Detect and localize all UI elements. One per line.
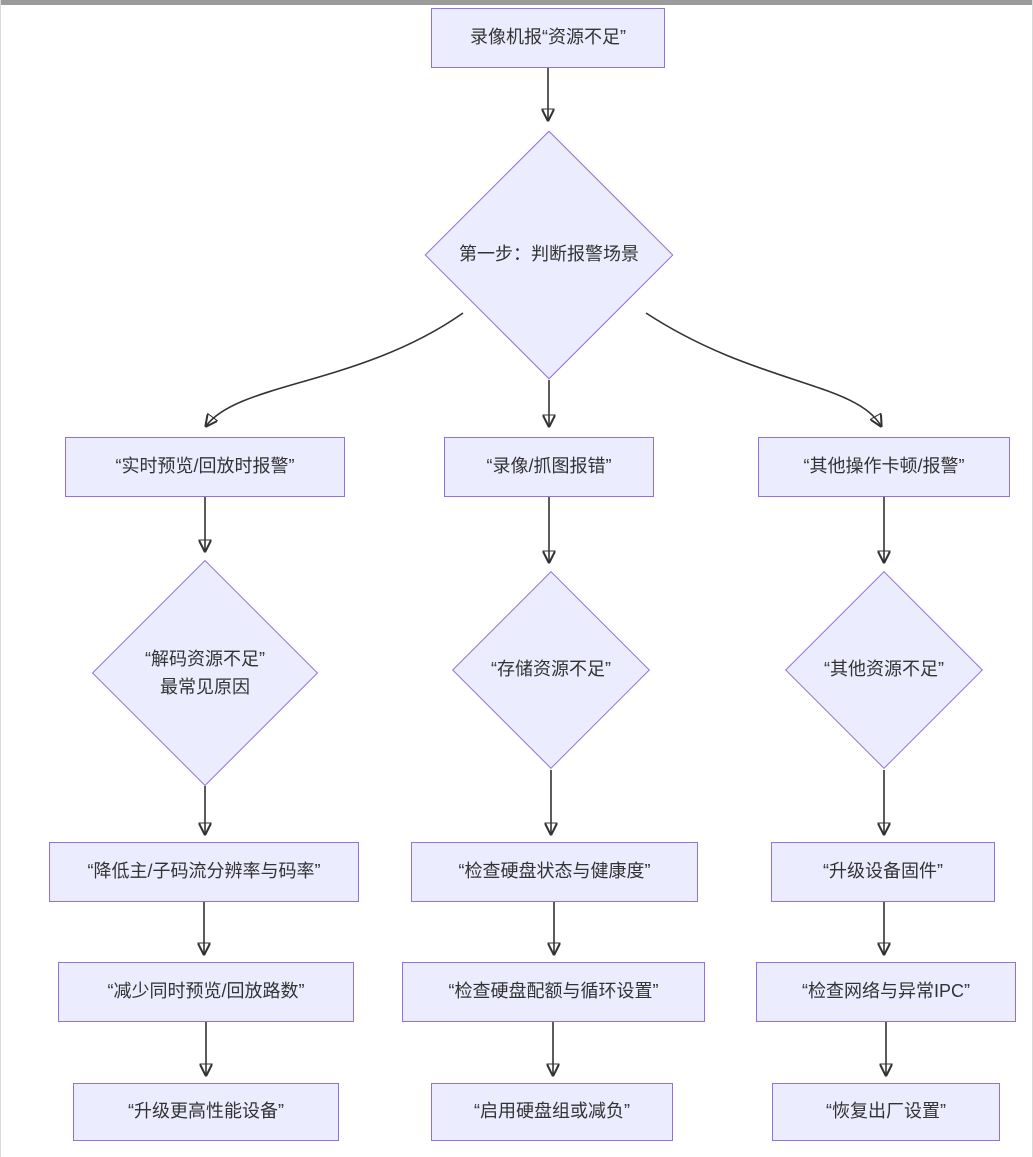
node-fix-check-disk: “检查硬盘状态与健康度” xyxy=(411,842,698,902)
node-diag-other-label: “其他资源不足” xyxy=(824,659,944,680)
node-branch-live: “实时预览/回放时报警” xyxy=(65,437,345,497)
node-fix-factory-reset-label: “恢复出厂设置” xyxy=(826,1101,946,1122)
node-fix-check-quota-label: “检查硬盘配额与循环设置” xyxy=(448,981,659,1002)
node-fix-upgrade-device: “升级更高性能设备” xyxy=(73,1083,339,1141)
node-report-label: 录像机报“资源不足” xyxy=(470,27,626,48)
node-fix-upgrade-device-label: “升级更高性能设备” xyxy=(128,1101,284,1122)
node-fix-check-network: “检查网络与异常IPC” xyxy=(756,962,1016,1022)
node-fix-upgrade-firmware: “升级设备固件” xyxy=(771,842,995,902)
node-fix-upgrade-firmware-label: “升级设备固件” xyxy=(823,861,943,882)
node-fix-disk-group-label: “启用硬盘组或减负” xyxy=(474,1101,630,1122)
edge-step1-branch-live xyxy=(206,312,464,426)
node-fix-check-quota: “检查硬盘配额与循环设置” xyxy=(402,962,705,1022)
node-fix-factory-reset: “恢复出厂设置” xyxy=(772,1083,1000,1141)
node-fix-reduce-channels: “减少同时预览/回放路数” xyxy=(58,962,354,1022)
node-diag-decode-label: “解码资源不足” 最常见原因 xyxy=(145,649,265,697)
node-branch-other-label: “其他操作卡顿/报警” xyxy=(803,456,965,477)
node-fix-check-network-label: “检查网络与异常IPC” xyxy=(802,981,970,1002)
node-branch-other: “其他操作卡顿/报警” xyxy=(758,437,1010,497)
node-step1-label: 第一步：判断报警场景 xyxy=(459,244,639,265)
node-diag-storage-label: “存储资源不足” xyxy=(491,659,611,680)
node-fix-check-disk-label: “检查硬盘状态与健康度” xyxy=(458,861,651,882)
node-branch-live-label: “实时预览/回放时报警” xyxy=(115,456,295,477)
node-branch-record-label: “录像/抓图报错” xyxy=(486,456,612,477)
node-fix-lower-bitrate-label: “降低主/子码流分辨率与码率” xyxy=(87,861,321,882)
node-branch-record: “录像/抓图报错” xyxy=(444,437,654,497)
node-fix-disk-group: “启用硬盘组或减负” xyxy=(431,1083,673,1141)
node-report: 录像机报“资源不足” xyxy=(431,8,665,68)
window-top-edge xyxy=(1,0,1032,5)
node-fix-lower-bitrate: “降低主/子码流分辨率与码率” xyxy=(49,842,359,902)
node-fix-reduce-channels-label: “减少同时预览/回放路数” xyxy=(107,981,305,1002)
edge-step1-branch-other xyxy=(645,312,881,426)
